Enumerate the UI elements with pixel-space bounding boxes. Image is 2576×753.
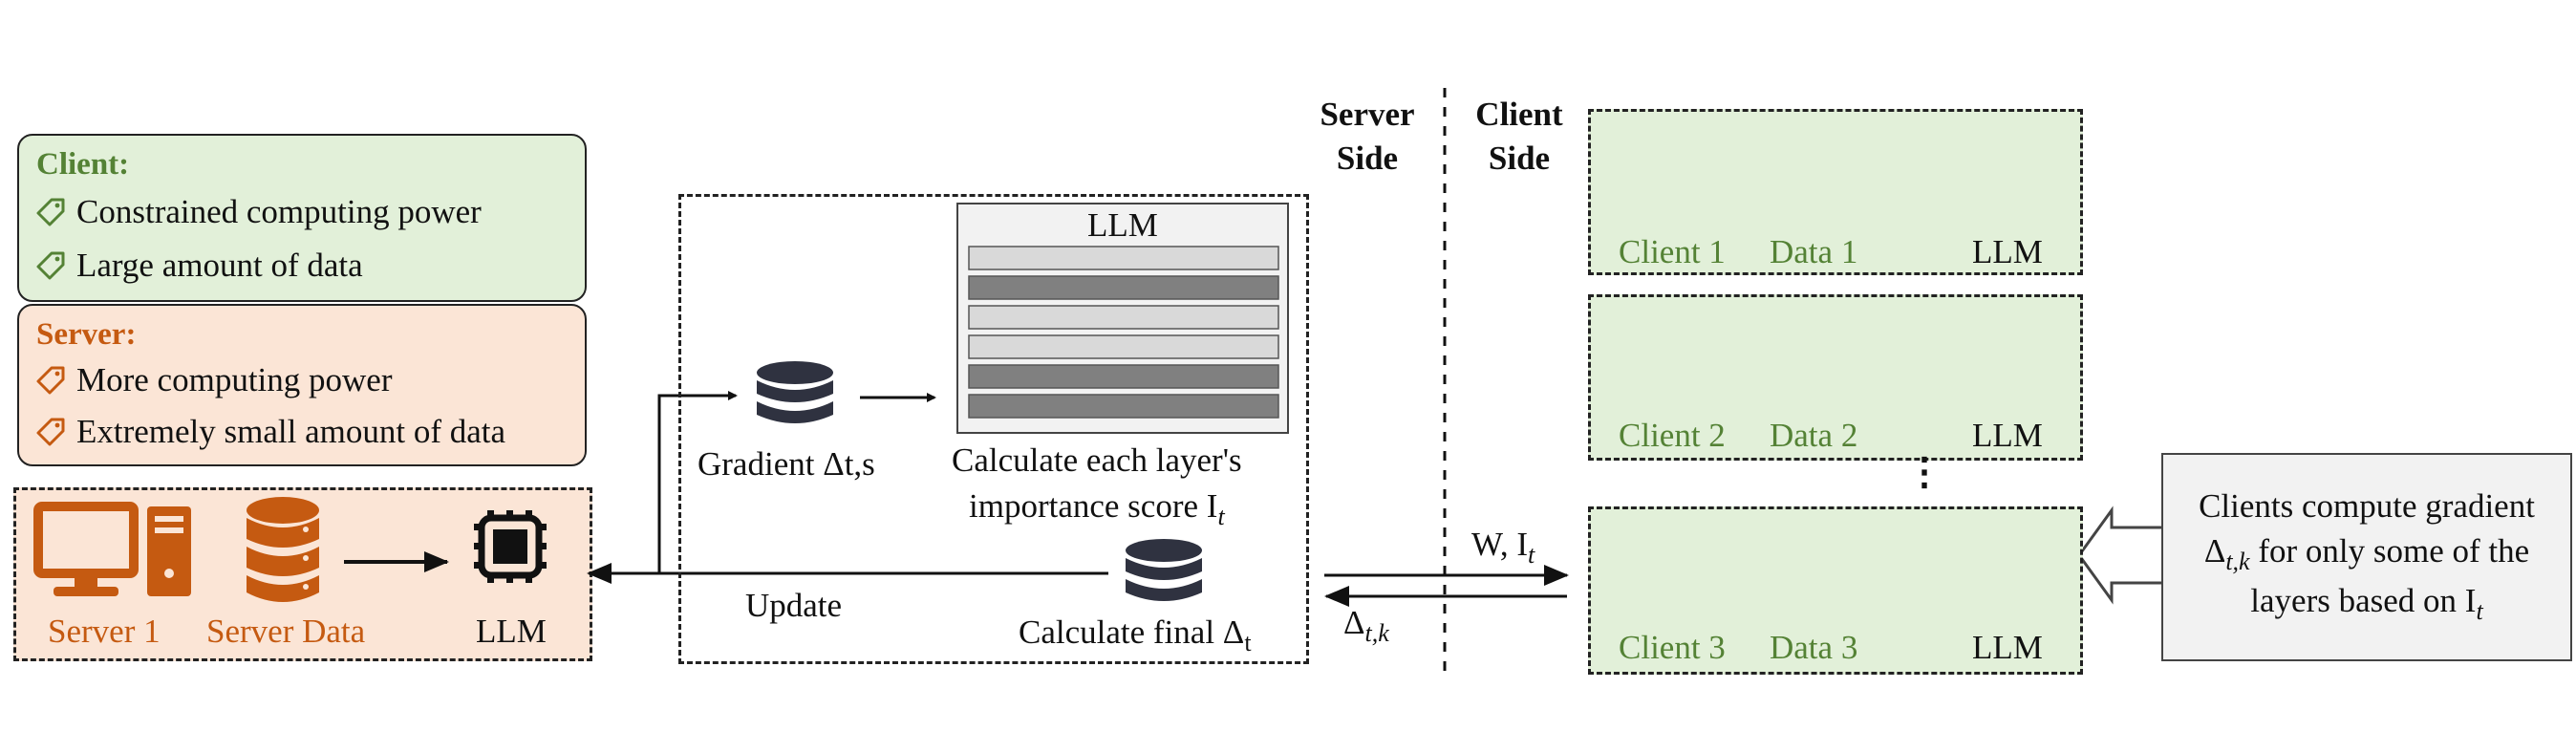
client-legend-text: Large amount of data xyxy=(76,247,363,284)
client-legend: Client: Constrained computing power Larg… xyxy=(17,134,587,302)
client-side-label-2: Side xyxy=(1488,140,1551,177)
llm-layer xyxy=(968,334,1279,359)
final-delta-label: Calculate final Δt xyxy=(1019,613,1252,656)
tag-icon xyxy=(36,418,65,445)
client-llm-label: LLM xyxy=(1972,629,2043,666)
note-line3: layers based on It xyxy=(2250,582,2483,626)
tag-icon xyxy=(36,251,65,279)
update-label: Update xyxy=(745,587,843,624)
client-data-label: Data 2 xyxy=(1770,417,1858,454)
client-row xyxy=(1588,506,2083,675)
upload-label: Δt,k xyxy=(1343,604,1389,647)
chip-icon xyxy=(474,510,547,583)
client-row xyxy=(1588,294,2083,461)
server-legend-title: Server: xyxy=(36,317,137,352)
server-side-label-1: Server xyxy=(1320,96,1415,133)
client-legend-text: Constrained computing power xyxy=(76,193,482,230)
tag-icon xyxy=(36,366,65,394)
client-legend-item: Constrained computing power xyxy=(34,195,482,228)
server-legend-text: Extremely small amount of data xyxy=(76,413,506,450)
llm-layer xyxy=(968,394,1279,419)
computer-icon xyxy=(33,502,191,596)
ellipsis: ⋮ xyxy=(1905,450,1943,493)
update-path xyxy=(657,391,1108,575)
llm-layer xyxy=(968,246,1279,270)
llm-layer xyxy=(968,275,1279,300)
client-label: Client 2 xyxy=(1619,417,1726,454)
importance-label-line1: Calculate each layer's xyxy=(952,441,1242,479)
importance-label-line2: importance score It xyxy=(969,487,1225,530)
server-data-label: Server Data xyxy=(206,613,366,650)
tag-icon xyxy=(36,198,65,226)
client-label: Client 3 xyxy=(1619,629,1726,666)
server-llm-label: LLM xyxy=(476,613,547,650)
llm-layers xyxy=(956,203,1289,434)
broadcast-label: W, It xyxy=(1471,526,1535,569)
hollow-arrow-icon xyxy=(2077,506,2161,605)
client-data-label: Data 3 xyxy=(1770,629,1858,666)
llm-title: LLM xyxy=(1087,206,1158,244)
llm-layer xyxy=(968,305,1279,330)
server-side-label-2: Side xyxy=(1336,140,1399,177)
server-legend-item: Extremely small amount of data xyxy=(34,415,505,448)
client-data-label: Data 1 xyxy=(1770,233,1858,270)
llm-layer xyxy=(968,364,1279,389)
note-line2: Δt,k for only some of the xyxy=(2203,532,2530,576)
client-note-box: Clients compute gradient Δt,k for only s… xyxy=(2161,453,2572,661)
server-label: Server 1 xyxy=(48,613,161,650)
note-line1: Clients compute gradient xyxy=(2199,487,2535,525)
server-legend-text: More computing power xyxy=(76,361,393,398)
server-process-box xyxy=(678,194,1309,664)
client-legend-item: Large amount of data xyxy=(34,248,363,282)
client-legend-title: Client: xyxy=(36,147,130,182)
database-icon xyxy=(247,497,319,602)
client-row xyxy=(1588,109,2083,275)
server-legend-item: More computing power xyxy=(34,363,392,397)
gradient-label: Gradient Δt,s xyxy=(698,445,875,483)
client-side-label-1: Client xyxy=(1475,96,1563,133)
client-llm-label: LLM xyxy=(1972,417,2043,454)
server-legend: Server: More computing power Extremely s… xyxy=(17,304,587,466)
client-label: Client 1 xyxy=(1619,233,1726,270)
client-llm-label: LLM xyxy=(1972,233,2043,270)
